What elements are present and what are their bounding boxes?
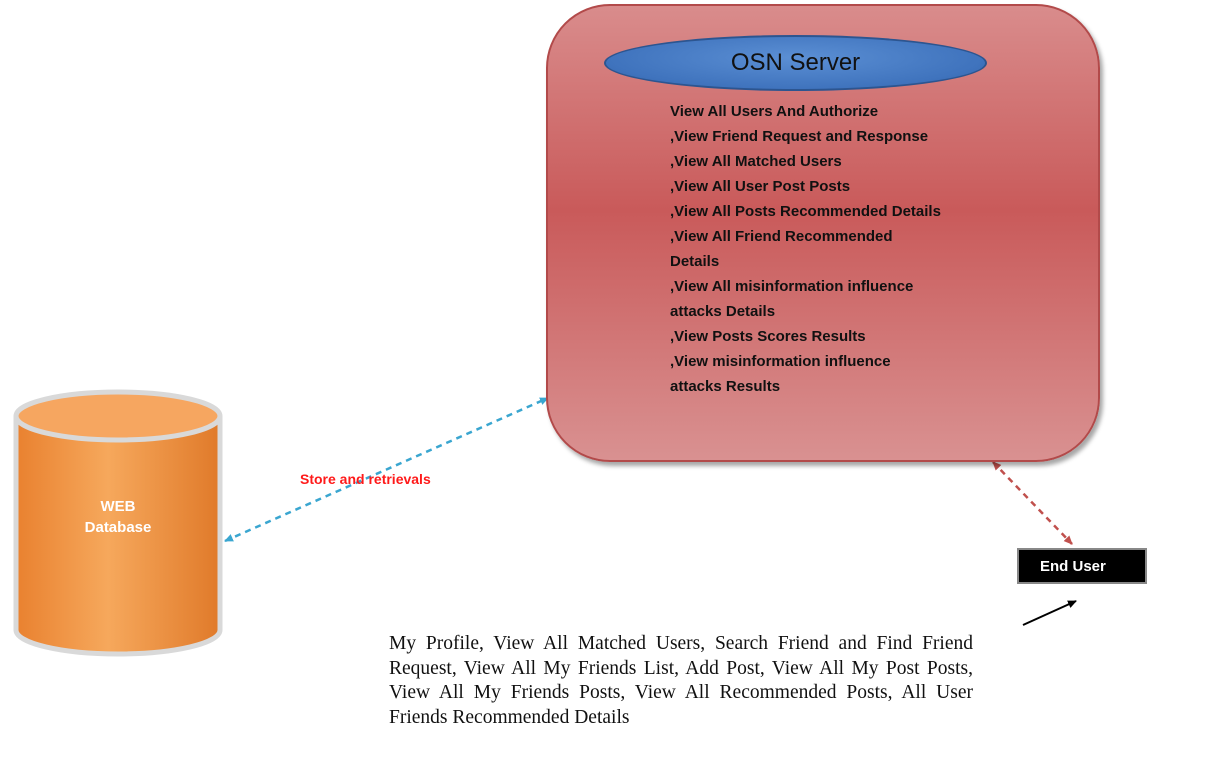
server-function-item: ,View All Matched Users <box>670 153 842 170</box>
osn-server-title: OSN Server <box>604 35 987 91</box>
end-user-features-text: My Profile, View All Matched Users, Sear… <box>389 633 973 728</box>
server-function-item: View All Users And Authorize <box>670 103 879 120</box>
server-function-item: ,View misinformation influence <box>670 353 891 370</box>
server-function-item: attacks Details <box>670 303 776 320</box>
user-link-arrow <box>992 461 1073 545</box>
server-function-item: Details <box>670 253 720 270</box>
database-cylinder <box>13 389 223 657</box>
server-function-item: ,View All Friend Recommended <box>670 228 893 245</box>
server-function-item: ,View Posts Scores Results <box>670 328 866 345</box>
database-label: WEB Database <box>20 496 216 538</box>
db-link-arrow <box>224 396 549 543</box>
database-label-line1: WEB <box>100 498 136 515</box>
features-pointer-arrow <box>1022 600 1077 626</box>
server-function-item: attacks Results <box>670 378 781 395</box>
server-function-item: ,View All Posts Recommended Details <box>670 203 941 220</box>
server-function-list: View All Users And Authorize ,View Frien… <box>670 99 1090 399</box>
store-retrieval-label: Store and retrievals <box>300 471 431 487</box>
server-function-item: ,View All User Post Posts <box>670 178 851 195</box>
database-label-line2: Database <box>84 519 152 536</box>
end-user-box: End User <box>1017 548 1147 584</box>
server-function-item: ,View Friend Request and Response <box>670 128 929 145</box>
server-function-item: ,View All misinformation influence <box>670 278 914 295</box>
